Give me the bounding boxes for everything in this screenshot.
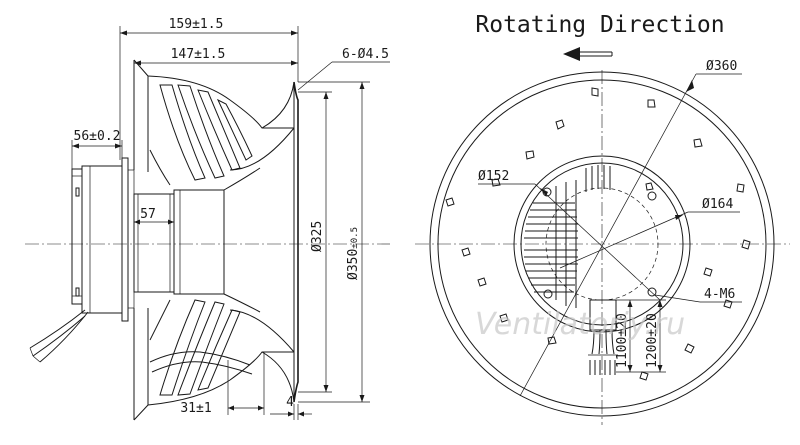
impeller-backplate (133, 59, 149, 172)
dim-impeller-width-label: 147±1.5 (171, 47, 226, 62)
dim-hub: 57 (134, 207, 174, 225)
dim-motor-dia: Ø152 (478, 169, 661, 301)
dim-inlet-depth-label: 31±1 (180, 401, 211, 416)
rotation-arrow-icon (563, 47, 613, 61)
mount-flange (121, 157, 129, 322)
dim-mount-holes-label: 4-M6 (704, 287, 735, 302)
drawing-title: Rotating Direction (475, 12, 724, 38)
dim-holes-label: 6-Ø4.5 (342, 47, 389, 62)
dim-cable-1-label: 1100±20 (615, 313, 630, 368)
dim-cable-lengths: 1100±20 1200±20 (615, 299, 666, 373)
dim-inlet-dia-label: Ø325 (310, 221, 325, 252)
dim-outer-dia-label: Ø350±0.5 (346, 227, 361, 280)
dim-cable-2-label: 1200±20 (645, 313, 660, 368)
dim-outer-dia-tol: ±0.5 (350, 227, 360, 249)
heatsink-fins (524, 165, 611, 308)
dim-overall-width: 159±1.5 (119, 17, 299, 160)
front-view: Ø360 Ø152 Ø164 4-M6 (415, 59, 790, 425)
impeller-outer-circle (429, 71, 775, 417)
side-view: 159±1.5 147±1.5 56±0.2 57 (25, 17, 390, 421)
dim-motor-width-label: 56±0.2 (74, 129, 121, 144)
dim-motor-dia-label: Ø152 (478, 169, 509, 184)
dim-hub-label: 57 (140, 207, 156, 222)
dim-motor-width: 56±0.2 (71, 129, 123, 169)
dim-impeller-width: 147±1.5 (134, 47, 298, 66)
dim-flange-label: 4 (286, 395, 294, 410)
mounting-holes (542, 187, 657, 299)
impeller-blades-bottom (149, 299, 253, 396)
motor-body (81, 165, 123, 314)
motor-cap (71, 168, 83, 305)
inlet-ring (261, 81, 299, 403)
dim-outer-dia-value: Ø350 (346, 249, 361, 280)
dim-impeller-dia-label: Ø360 (706, 59, 737, 74)
dim-impeller-dia: Ø360 (519, 59, 742, 397)
rotor-drum (173, 189, 225, 295)
dim-outer-dia: Ø350±0.5 (298, 81, 370, 403)
dim-inlet-depth: 31±1 (180, 352, 265, 416)
cable-1 (29, 309, 86, 349)
dim-inlet-dia: Ø325 (298, 91, 332, 393)
dim-flange: 4 (270, 395, 312, 420)
motor-ring (513, 155, 691, 333)
cable-exit (588, 299, 618, 375)
impeller-blades-top (149, 84, 253, 186)
watermark: Ventilatoriy.ru (475, 307, 685, 342)
dim-overall-width-label: 159±1.5 (169, 17, 224, 32)
dim-mount-circle: Ø164 (559, 197, 740, 269)
dim-holes: 6-Ø4.5 (297, 47, 390, 91)
dim-mount-holes: 4-M6 (654, 287, 742, 303)
dim-mount-circle-label: Ø164 (702, 197, 733, 212)
